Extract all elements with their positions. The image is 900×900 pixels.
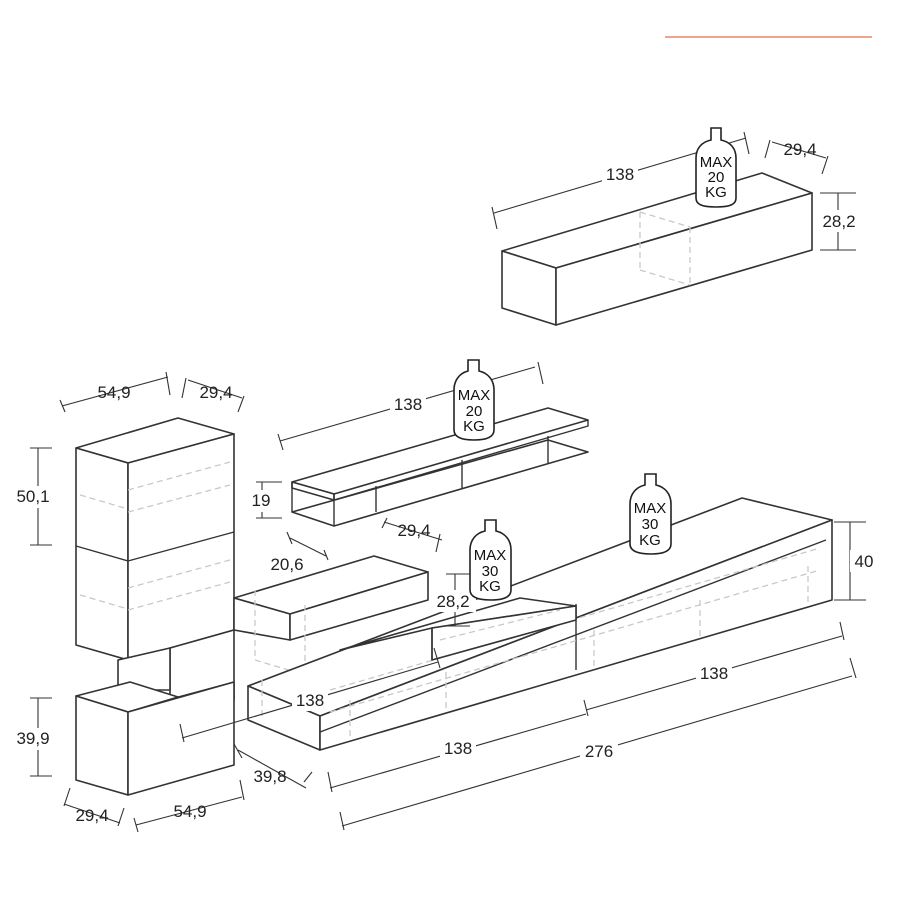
low-unit-depth-label: 29,4 bbox=[75, 806, 108, 825]
base-width-right-label: 138 bbox=[700, 664, 728, 683]
shelf-depth-left-label: 20,6 bbox=[270, 555, 303, 574]
shelf-height-label: 19 bbox=[252, 491, 271, 510]
weight-limit-line1: MAX bbox=[700, 154, 733, 171]
low-unit-height-label: 39,9 bbox=[16, 729, 49, 748]
tall-unit-width-label: 54,9 bbox=[97, 383, 130, 402]
tall-unit-depth-label: 29,4 bbox=[199, 383, 232, 402]
low-left-unit bbox=[75, 647, 235, 796]
shelf-depth-right-label: 29,4 bbox=[397, 521, 430, 540]
tall-wall-unit bbox=[75, 417, 235, 661]
open-shelf bbox=[291, 407, 589, 527]
weight-limit-line2: 20 bbox=[466, 403, 483, 420]
base-width-left-label: 138 bbox=[444, 739, 472, 758]
middle-box-height-label: 28,2 bbox=[436, 592, 469, 611]
weight-vase-base-right: MAX 30 KG bbox=[629, 473, 672, 555]
wall-box-depth-label: 29,4 bbox=[783, 140, 816, 159]
base-height-label: 40 bbox=[855, 552, 874, 571]
weight-limit-line3: KG bbox=[463, 418, 485, 435]
weight-limit-line2: 20 bbox=[708, 169, 725, 186]
weight-vase-wall-box: MAX 20 KG bbox=[695, 127, 737, 208]
low-unit-width-label: 54,9 bbox=[173, 802, 206, 821]
middle-box bbox=[339, 597, 577, 661]
weight-limit-line1: MAX bbox=[458, 387, 491, 404]
weight-limit-line2: 30 bbox=[482, 563, 499, 580]
weight-limit-line1: MAX bbox=[634, 500, 667, 517]
wall-box bbox=[501, 172, 813, 326]
weight-vase-shelf: MAX 20 KG bbox=[453, 359, 495, 441]
base-total-width-label: 276 bbox=[585, 742, 613, 761]
wall-box-height-label: 28,2 bbox=[822, 212, 855, 231]
weight-limit-line2: 30 bbox=[642, 516, 659, 533]
wall-box-width-label: 138 bbox=[606, 165, 634, 184]
middle-box-width-label: 138 bbox=[296, 691, 324, 710]
tall-unit-height-label: 50,1 bbox=[16, 487, 49, 506]
weight-limit-line3: KG bbox=[639, 532, 661, 549]
weight-limit-line3: KG bbox=[705, 184, 727, 201]
weight-vase-middle-box: MAX 30 KG bbox=[469, 519, 512, 601]
weight-limit-line3: KG bbox=[479, 578, 501, 595]
shelf-width-label: 138 bbox=[394, 395, 422, 414]
bridge-height-label: 39,8 bbox=[253, 767, 286, 786]
weight-limit-line1: MAX bbox=[474, 547, 507, 564]
dimension-labels: 138 29,4 28,2 138 19 29,4 20,6 54,9 29,4… bbox=[12, 140, 878, 825]
